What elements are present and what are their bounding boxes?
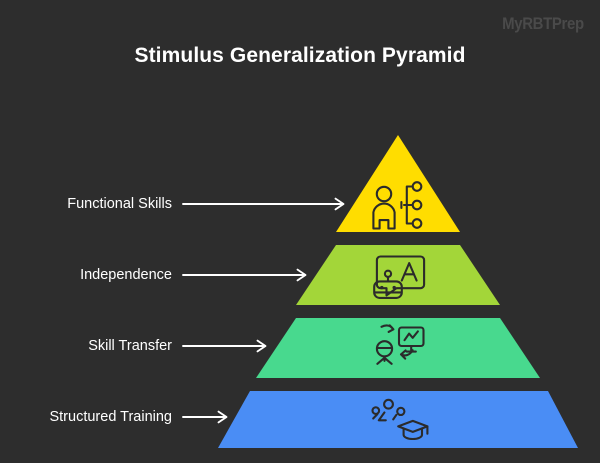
connector-arrow-skill-transfer xyxy=(182,339,267,353)
tier-shape-structured-training[interactable] xyxy=(218,391,578,448)
robot-letter-card-icon xyxy=(373,255,426,299)
pyramid-tier-functional-skills[interactable] xyxy=(336,135,460,232)
person-monitor-transfer-icon xyxy=(375,324,425,365)
tier-label-functional-skills: Functional Skills xyxy=(67,196,172,212)
tier-label-independence: Independence xyxy=(80,267,172,283)
person-network-nodes-icon xyxy=(372,181,423,230)
connector-arrow-functional-skills xyxy=(182,197,345,211)
group-graduation-cap-icon xyxy=(371,398,429,441)
pyramid-tier-skill-transfer[interactable] xyxy=(256,318,540,378)
page-title: Stimulus Generalization Pyramid xyxy=(134,44,466,67)
tier-shape-functional-skills[interactable] xyxy=(336,135,460,232)
tier-label-structured-training: Structured Training xyxy=(49,409,172,425)
tier-shape-skill-transfer[interactable] xyxy=(256,318,540,378)
connector-arrow-independence xyxy=(182,268,307,282)
tier-label-skill-transfer: Skill Transfer xyxy=(88,338,172,354)
connector-arrow-structured-training xyxy=(182,410,228,424)
tier-shape-independence[interactable] xyxy=(296,245,500,305)
watermark-myrbtprep: MyRBTPrep xyxy=(502,14,584,33)
pyramid-tier-structured-training[interactable] xyxy=(218,391,578,448)
pyramid-tier-independence[interactable] xyxy=(296,245,500,305)
